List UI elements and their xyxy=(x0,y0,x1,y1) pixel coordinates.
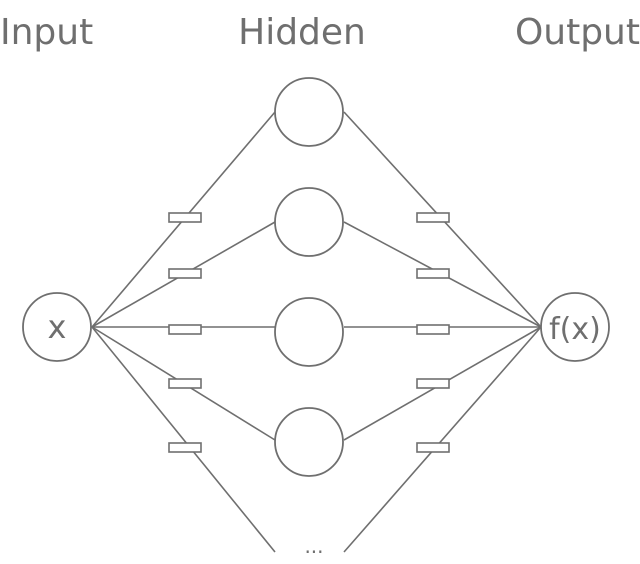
weight-box-input-3 xyxy=(168,324,202,335)
weight-box-output-3 xyxy=(416,324,450,335)
hidden-layer-title: Hidden xyxy=(238,12,366,53)
hidden-ellipsis: ... xyxy=(304,534,323,558)
hidden-node-4 xyxy=(274,407,344,477)
weight-box-output-4 xyxy=(416,378,450,389)
hidden-node-1 xyxy=(274,77,344,147)
input-node xyxy=(22,292,92,362)
hidden-node-2 xyxy=(274,187,344,257)
weight-box-output-2 xyxy=(416,268,450,279)
edge-input-hidden-5 xyxy=(91,326,276,553)
weight-box-input-5 xyxy=(168,442,202,453)
weight-box-input-1 xyxy=(168,212,202,223)
weight-box-output-5 xyxy=(416,442,450,453)
hidden-node-3 xyxy=(274,297,344,367)
output-node xyxy=(540,292,610,362)
weight-box-output-1 xyxy=(416,212,450,223)
input-layer-title: Input xyxy=(0,12,93,53)
input-hidden-weights xyxy=(168,212,202,453)
output-node-label: f(x) xyxy=(549,312,601,347)
edge-hidden-output-5 xyxy=(343,326,542,553)
hidden-output-weights xyxy=(416,212,450,453)
weight-box-input-2 xyxy=(168,268,202,279)
weight-box-input-4 xyxy=(168,378,202,389)
hidden-nodes xyxy=(274,77,344,477)
input-node-label: x xyxy=(48,308,67,346)
output-layer-title: Output xyxy=(515,12,640,53)
